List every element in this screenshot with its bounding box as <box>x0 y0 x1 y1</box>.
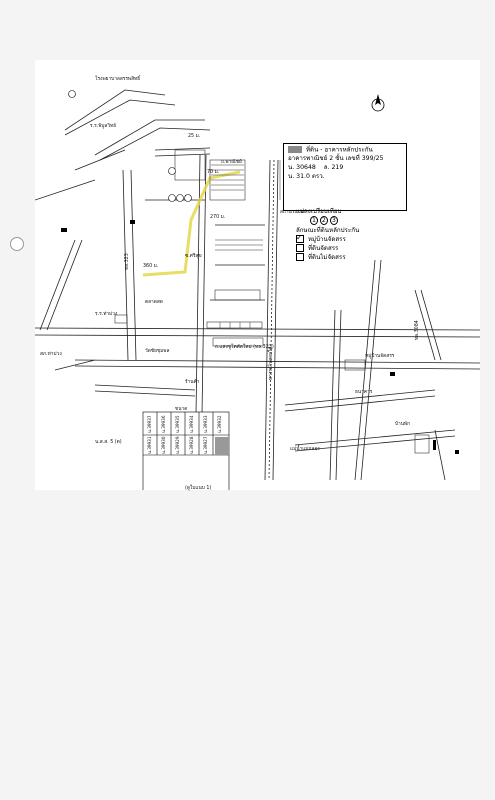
parcel-row2-1: น.39931 <box>147 436 152 454</box>
label-hospital: โรงพยาบาลสรรพสิทธิ์ <box>95 77 141 82</box>
legend-title: ที่ดิน - อาคารหลักประกัน <box>305 146 373 154</box>
label-bank: ธนาคาร <box>355 390 373 395</box>
checkbox-empty-icon <box>296 253 304 262</box>
zoning-option-3: ที่ดินไม่จัดสรร <box>296 253 411 262</box>
label-station: สถานีรถไฟ <box>280 210 304 215</box>
parcel-col-3: น.39935 <box>175 415 180 433</box>
checkbox-checked-icon <box>296 232 304 244</box>
label-school2: ร.ร.ท่าม่วง <box>95 312 118 317</box>
label-soi: ซ.ศรีสุข <box>185 254 202 259</box>
legend-parcel-label: ล. <box>323 164 330 172</box>
zoning-legend: แปลงเปรียบเทียบ 1 2 3 ลักษณะที่ดินหลักปร… <box>296 207 411 263</box>
parcel-row2-2: น.39930 <box>161 436 166 454</box>
legend-deed-row: น. 30648 ล. 219 <box>288 164 402 173</box>
label-dist-360: 360 ม. <box>143 264 159 269</box>
legend-parcel-no: 219 <box>331 164 344 172</box>
label-river: แม่น้ำแม่กลอง <box>290 447 320 452</box>
marker-2: 2 <box>319 216 328 226</box>
collateral-legend: ที่ดิน - อาคารหลักประกัน อาคารพาณิชย์ 2 … <box>283 143 407 211</box>
marker-3: 3 <box>329 216 338 226</box>
legend-building: อาคารพาณิชย์ 2 ชั้น เลขที่ 399/25 <box>288 155 384 163</box>
zoning-subtitle: ลักษณะที่ดินหลักประกัน <box>296 226 360 234</box>
zoning-markers: 1 2 3 <box>296 216 411 226</box>
zoning-title: แปลงเปรียบเทียบ <box>296 208 342 215</box>
label-shop: ร้านค้า <box>185 380 200 385</box>
zoning-option-3-label: ที่ดินไม่จัดสรร <box>307 254 346 262</box>
label-village: หมู่บ้านจัดสรร <box>365 354 395 359</box>
map-sheet: โรงพยาบาลสรรพสิทธิ์ ร.ร.พิบูลวิทย์ 360 ม… <box>35 60 480 491</box>
marker-1: 1 <box>310 216 318 226</box>
label-road-main: ถ.แสงชูโตตัดใหม่ (ทล.323) <box>215 345 274 350</box>
checkbox-empty-icon <box>296 244 304 253</box>
legend-area: น. 31.0 ตรว. <box>288 173 325 181</box>
parcel-col-1: น.39937 <box>147 415 152 433</box>
zoning-option-2-label: ที่ดินจัดสรร <box>307 245 339 253</box>
label-note: น.ส.ส. 5 (ต) <box>95 440 122 445</box>
parcel-col-4: น.39934 <box>189 415 194 433</box>
map-drawing <box>35 89 480 490</box>
parcel-col-5: น.39933 <box>203 415 208 433</box>
label-market: ตลาดสด <box>145 300 163 305</box>
legend-title-row: ที่ดิน - อาคารหลักประกัน <box>288 146 402 155</box>
parcel-col-6: น.39932 <box>217 415 222 433</box>
label-road-right: ทล.3084 <box>415 320 420 340</box>
zoning-option-2: ที่ดินจัดสรร <box>296 244 411 253</box>
parcel-footer: (ดูใบแนบ 1) <box>185 486 212 491</box>
legend-deed: น. 30648 <box>288 164 316 172</box>
collateral-swatch-icon <box>288 146 302 153</box>
parcel-row2-3: น.39929 <box>175 436 180 454</box>
label-temple: วัดชัยชุมพล <box>145 349 170 354</box>
label-dist-25: 25 ม. <box>188 134 201 139</box>
north-arrow-icon <box>371 94 385 112</box>
label-rail: ทางรถไฟสายใต้ <box>269 346 274 380</box>
parcel-scale-label: ขนาด <box>175 407 188 412</box>
label-police: สภ.ท่าม่วง <box>40 352 62 357</box>
zoning-option-1-label: หมู่บ้านจัดสรร <box>307 235 346 243</box>
label-road-323: ทล.323 <box>125 253 130 270</box>
binder-hole <box>10 237 24 251</box>
label-school: ร.ร.พิบูลวิทย์ <box>90 124 117 129</box>
zoning-option-1: หมู่บ้านจัดสรร <box>296 232 411 244</box>
parcel-row2-4: น.39928 <box>189 436 194 454</box>
label-lane: ถ.พาณิชย์ <box>221 160 242 165</box>
label-dist-70: 70 ม. <box>207 170 220 175</box>
parcel-col-2: น.39936 <box>161 415 166 433</box>
parcel-row2-5: น.39927 <box>203 436 208 454</box>
label-dist-270: 270 ม. <box>210 215 226 220</box>
label-house: บ้านพัก <box>395 422 411 427</box>
